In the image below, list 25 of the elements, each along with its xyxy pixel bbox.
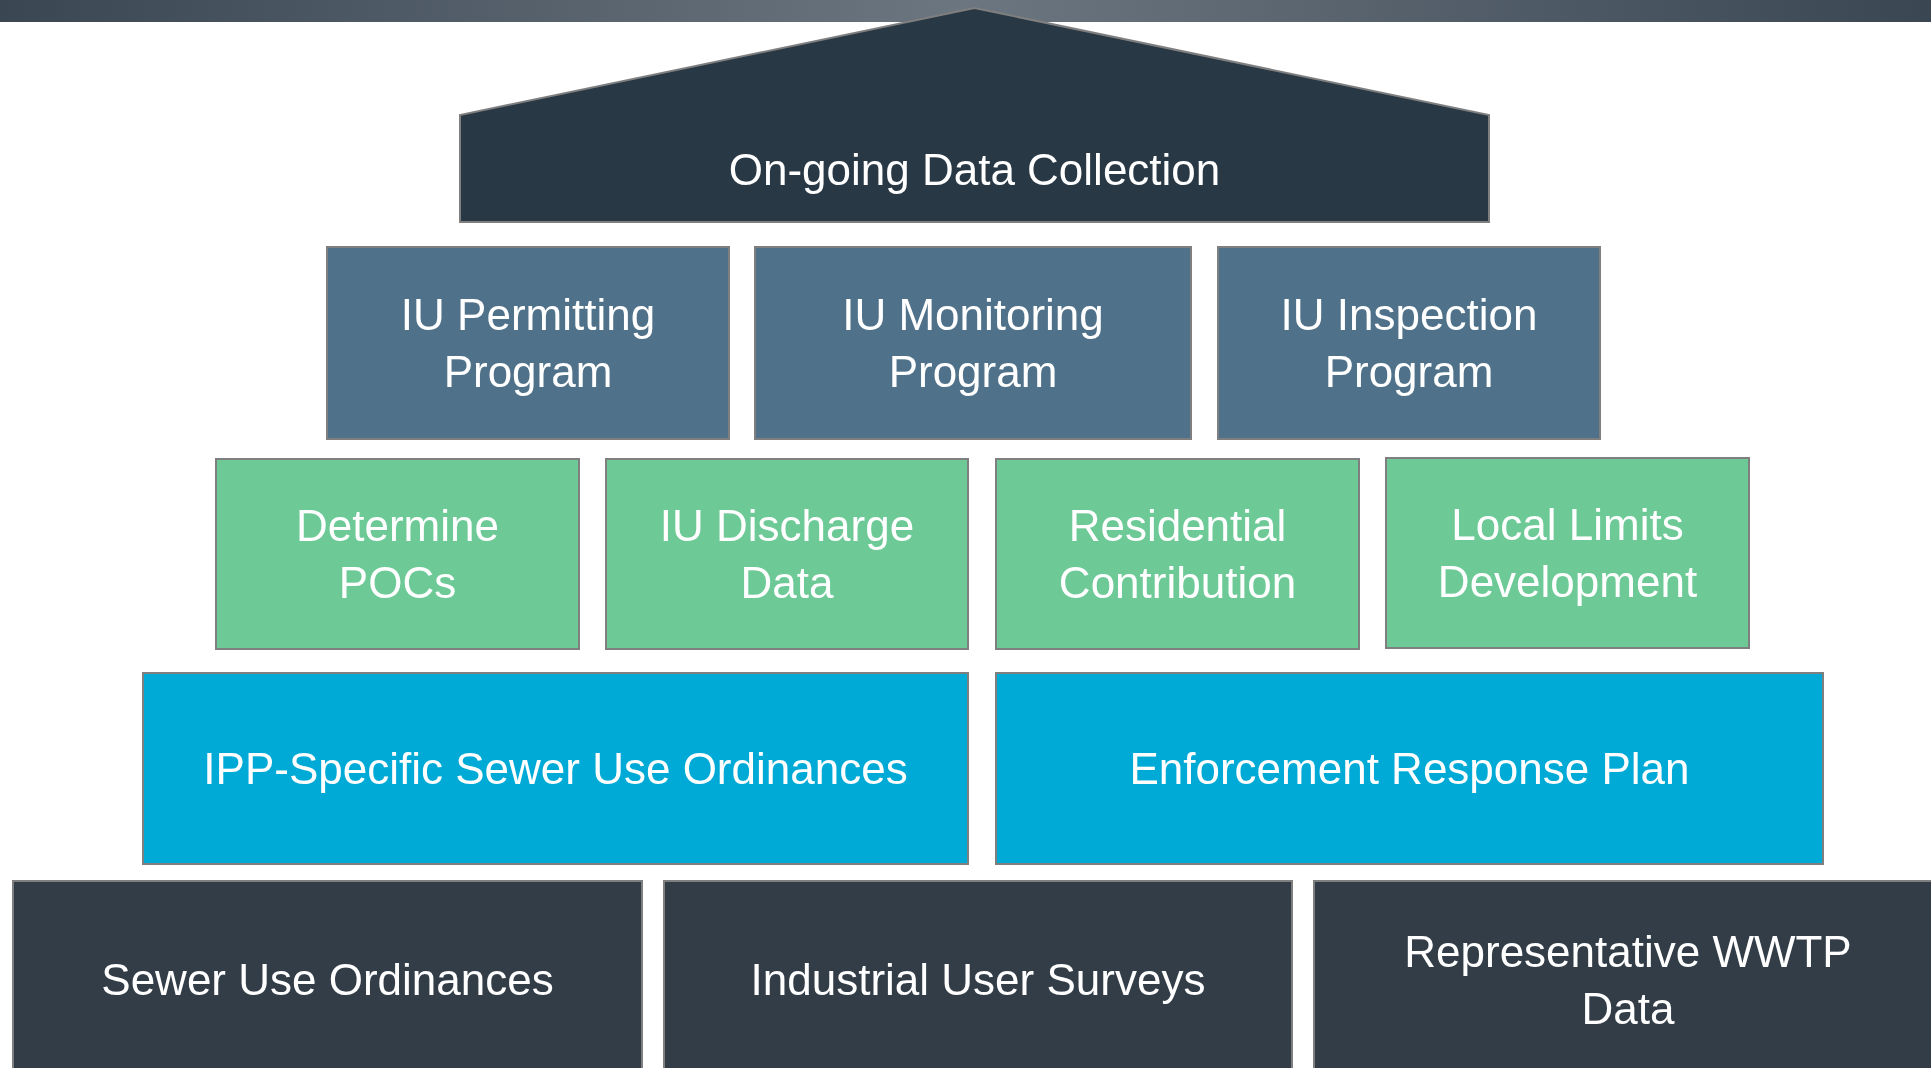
box-label: IPP-Specific Sewer Use Ordinances: [202, 742, 909, 795]
box-label: Enforcement Response Plan: [1128, 742, 1691, 795]
step-box: [995, 458, 1360, 650]
plan-box: [142, 672, 969, 865]
step-box: [1385, 457, 1750, 649]
program-box: [1217, 246, 1601, 440]
step-box: [215, 458, 580, 650]
foundation-box: [1313, 880, 1931, 1068]
foundation-box: [663, 880, 1293, 1068]
box-label: IU Monitoring Program: [841, 288, 1105, 398]
box-label: Determine POCs: [295, 499, 500, 609]
box-label: Residential Contribution: [1057, 499, 1298, 609]
box-label: Sewer Use Ordinances: [100, 954, 555, 1007]
box-label: On-going Data Collection: [727, 144, 1222, 197]
box-label: Industrial User Surveys: [749, 954, 1207, 1007]
program-box: [754, 246, 1192, 440]
box-label: IU Permitting Program: [399, 288, 657, 398]
foundation-box: [12, 880, 643, 1068]
program-box: [326, 246, 730, 440]
box-label: Representative WWTP Data: [1403, 925, 1853, 1035]
box-label: IU Discharge Data: [658, 499, 916, 609]
step-box: [605, 458, 969, 650]
box-label: Local Limits Development: [1436, 498, 1699, 608]
box-label: IU Inspection Program: [1279, 288, 1539, 398]
plan-box: [995, 672, 1824, 865]
